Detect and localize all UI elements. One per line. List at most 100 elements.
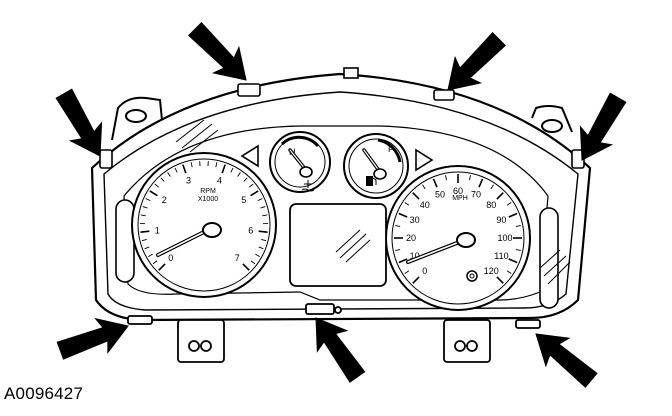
fuel-full-label: F: [388, 144, 394, 154]
gauge-panel: [123, 125, 549, 301]
speed-tick: [506, 270, 512, 274]
speed-tick: [515, 225, 521, 227]
tach-tick: [154, 183, 159, 188]
tach-tick: [142, 206, 148, 209]
pointer-arrow: [315, 317, 366, 383]
speed-tick: [398, 212, 408, 218]
right-side-window: [539, 207, 559, 309]
speed-tick: [404, 270, 410, 274]
speed-tick-label: 40: [420, 200, 430, 210]
speed-tick: [445, 175, 447, 181]
pointer-arrow: [447, 32, 506, 91]
bottom-brackets: [127, 303, 541, 363]
speed-tick: [422, 184, 426, 190]
pointer-arrow: [535, 333, 598, 388]
tach-tick-label: 2: [162, 195, 167, 205]
speed-tick: [412, 276, 420, 284]
trip-reset-knob: [466, 270, 478, 282]
speed-tick: [478, 178, 484, 188]
tach-tick-label: 4: [217, 176, 222, 186]
tach-tick: [261, 238, 267, 242]
speed-tick: [490, 184, 494, 190]
tach-tick: [257, 198, 263, 202]
speed-tick: [508, 212, 518, 218]
glass-reflections: [175, 119, 571, 285]
pointer-arrow: [56, 317, 129, 360]
tach-tick: [152, 260, 158, 265]
tach-tick-label: 5: [241, 195, 246, 205]
speed-tick: [395, 249, 401, 251]
tach-tick: [148, 253, 153, 257]
tach-tick: [182, 164, 187, 174]
tach-tick: [258, 230, 268, 233]
tach-tick: [174, 167, 178, 173]
center-display: [289, 203, 387, 287]
speed-tick-label: 50: [435, 190, 445, 200]
speed-hub: [456, 232, 476, 248]
tach-tick: [221, 164, 226, 174]
tach-tick-label: 6: [248, 225, 253, 235]
pointer-arrow: [188, 22, 247, 81]
speed-tick-label: 30: [410, 215, 420, 225]
tach-tick: [149, 190, 158, 197]
speed-tick: [508, 258, 518, 264]
tach-unit-x1000: X1000: [198, 196, 218, 203]
tach-tick: [145, 198, 151, 202]
tach-tick: [160, 177, 165, 182]
tach-tick: [260, 206, 266, 209]
pointer-arrow: [579, 92, 627, 161]
speed-tick: [506, 202, 512, 206]
tach-tick: [144, 246, 150, 250]
speed-tick: [412, 192, 420, 200]
speed-tick-label: 90: [496, 215, 506, 225]
speed-tick: [404, 202, 410, 206]
top-clips: [99, 67, 585, 169]
speed-tick-label: 70: [471, 190, 481, 200]
tach-tick: [262, 214, 268, 217]
tach-tick-label: 7: [235, 253, 240, 263]
tach-tick: [141, 238, 147, 242]
speed-tick: [432, 178, 438, 188]
fuel-gauge: F: [343, 133, 409, 199]
pointer-arrow: [55, 88, 103, 157]
tach-tick: [250, 260, 256, 265]
top-right-mounting-ear: [531, 105, 573, 133]
speed-tick: [496, 192, 504, 200]
tach-tick: [255, 253, 260, 257]
tach-tick: [249, 183, 254, 188]
left-turn-indicator: [240, 144, 259, 168]
speed-tick: [469, 175, 471, 181]
temperature-gauge: H: [269, 131, 331, 193]
speed-tick: [515, 249, 521, 251]
speed-tick: [398, 258, 408, 264]
tach-tick: [243, 177, 248, 182]
speed-tick: [395, 225, 401, 227]
tach-unit-rpm: RPM: [200, 188, 216, 195]
tach-tick: [140, 214, 146, 217]
right-turn-indicator: [415, 148, 434, 172]
tach-hub: [202, 222, 222, 238]
tach-tick: [242, 263, 250, 271]
fuel-pump-icon: [366, 176, 377, 186]
tach-tick: [237, 172, 241, 177]
tach-tick-label: 3: [186, 176, 191, 186]
tach-tick: [215, 162, 218, 168]
figure-id: A0096427: [4, 384, 84, 403]
tach-tick: [158, 263, 166, 271]
tach-tick: [250, 190, 259, 197]
tach-tick: [167, 172, 171, 177]
cluster-housing-inner: [103, 91, 579, 311]
tach-tick: [258, 246, 264, 250]
speed-tick-label: 100: [497, 233, 512, 243]
top-left-mounting-ear: [111, 96, 163, 141]
speed-tick: [496, 276, 504, 284]
speed-tick-label: 120: [484, 266, 499, 276]
speed-tick-label: 60: [453, 186, 463, 196]
speed-tick-label: 20: [406, 233, 416, 243]
clip-arrows: [55, 22, 627, 388]
tach-tick: [190, 162, 193, 168]
tach-tick-label: 1: [155, 225, 160, 235]
